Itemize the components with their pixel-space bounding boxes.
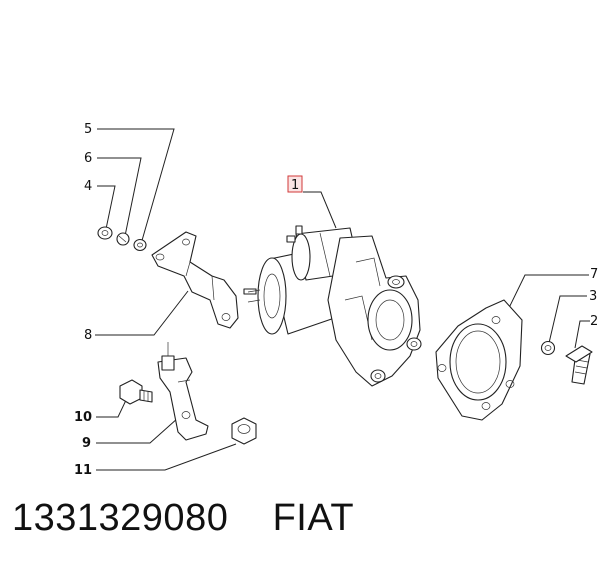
spring-washer-part-6 bbox=[116, 232, 130, 246]
callout-7: 7 bbox=[590, 267, 598, 282]
part-number-caption: 1331329080 FIAT bbox=[12, 494, 354, 542]
starter-motor-part-1 bbox=[247, 225, 422, 387]
nut-part-4 bbox=[97, 226, 113, 240]
callout-1-highlight bbox=[287, 175, 303, 193]
callout-6: 6 bbox=[84, 151, 92, 166]
callout-9: 9 bbox=[82, 436, 91, 451]
callout-10: 10 bbox=[74, 410, 92, 425]
brand-name: FIAT bbox=[272, 497, 355, 539]
washer-part-3 bbox=[540, 340, 556, 356]
callout-labels: 5 6 4 8 1 7 3 2 10 9 11 bbox=[74, 122, 598, 478]
bolt-part-2 bbox=[565, 345, 593, 385]
callout-11: 11 bbox=[74, 463, 92, 478]
washer-part-5 bbox=[133, 238, 147, 252]
bracket-part-8 bbox=[151, 231, 257, 329]
callout-8: 8 bbox=[84, 328, 92, 343]
nut-part-11 bbox=[231, 417, 257, 445]
callout-2: 2 bbox=[590, 314, 598, 329]
callout-3: 3 bbox=[589, 289, 597, 304]
bracket-part-9 bbox=[157, 342, 209, 441]
bolt-part-10 bbox=[119, 379, 153, 405]
part-number: 1331329080 bbox=[12, 497, 229, 539]
callout-5: 5 bbox=[84, 122, 92, 137]
callout-1: 1 bbox=[291, 178, 299, 193]
spacer-plate-part-7 bbox=[435, 299, 523, 421]
callout-4: 4 bbox=[84, 179, 92, 194]
leader-lines bbox=[95, 128, 590, 471]
